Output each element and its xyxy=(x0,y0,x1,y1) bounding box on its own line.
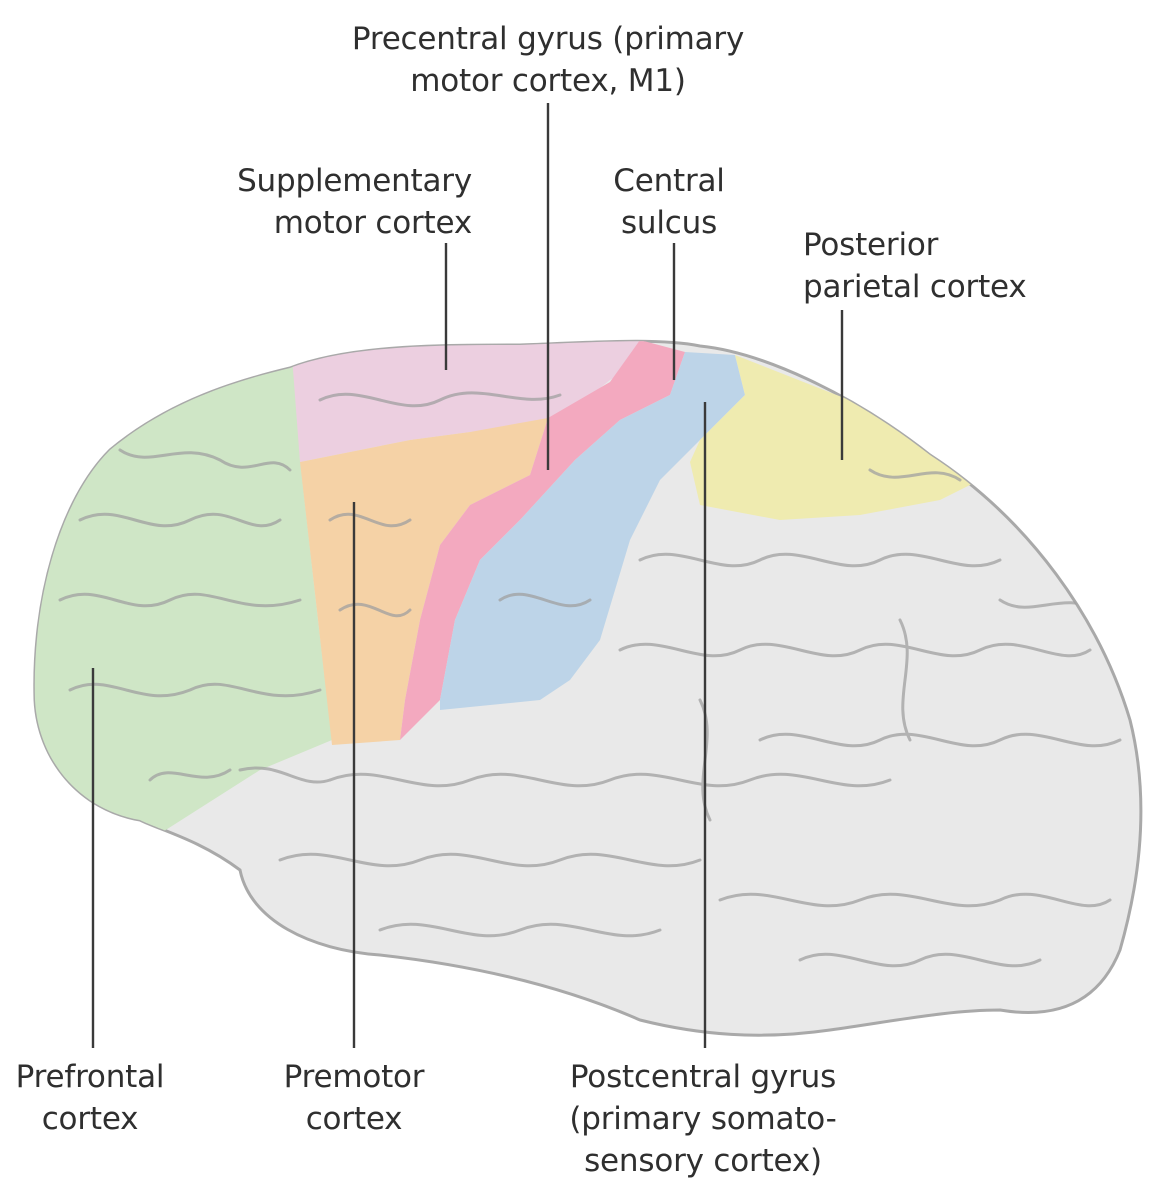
leader-lines xyxy=(91,103,844,1048)
premotor-region xyxy=(300,418,548,745)
postcentral-region xyxy=(440,352,745,710)
precentral-region xyxy=(400,341,685,740)
label-central-sulcus: Central sulcus xyxy=(613,163,725,241)
label-premotor-cortex: Premotor cortex xyxy=(283,1059,425,1137)
label-postcentral-gyrus: Postcentral gyrus (primary somato- senso… xyxy=(569,1059,837,1179)
label-precentral-gyrus: Precentral gyrus (primary motor cortex, … xyxy=(351,21,745,99)
supplementary-region xyxy=(290,341,650,462)
label-prefrontal-cortex: Prefrontal cortex xyxy=(15,1059,165,1137)
posterior-parietal-region xyxy=(690,355,980,520)
label-supplementary-motor-cortex: Supplementary motor cortex xyxy=(237,163,472,241)
label-posterior-parietal-cortex: Posterior parietal cortex xyxy=(803,227,1027,305)
